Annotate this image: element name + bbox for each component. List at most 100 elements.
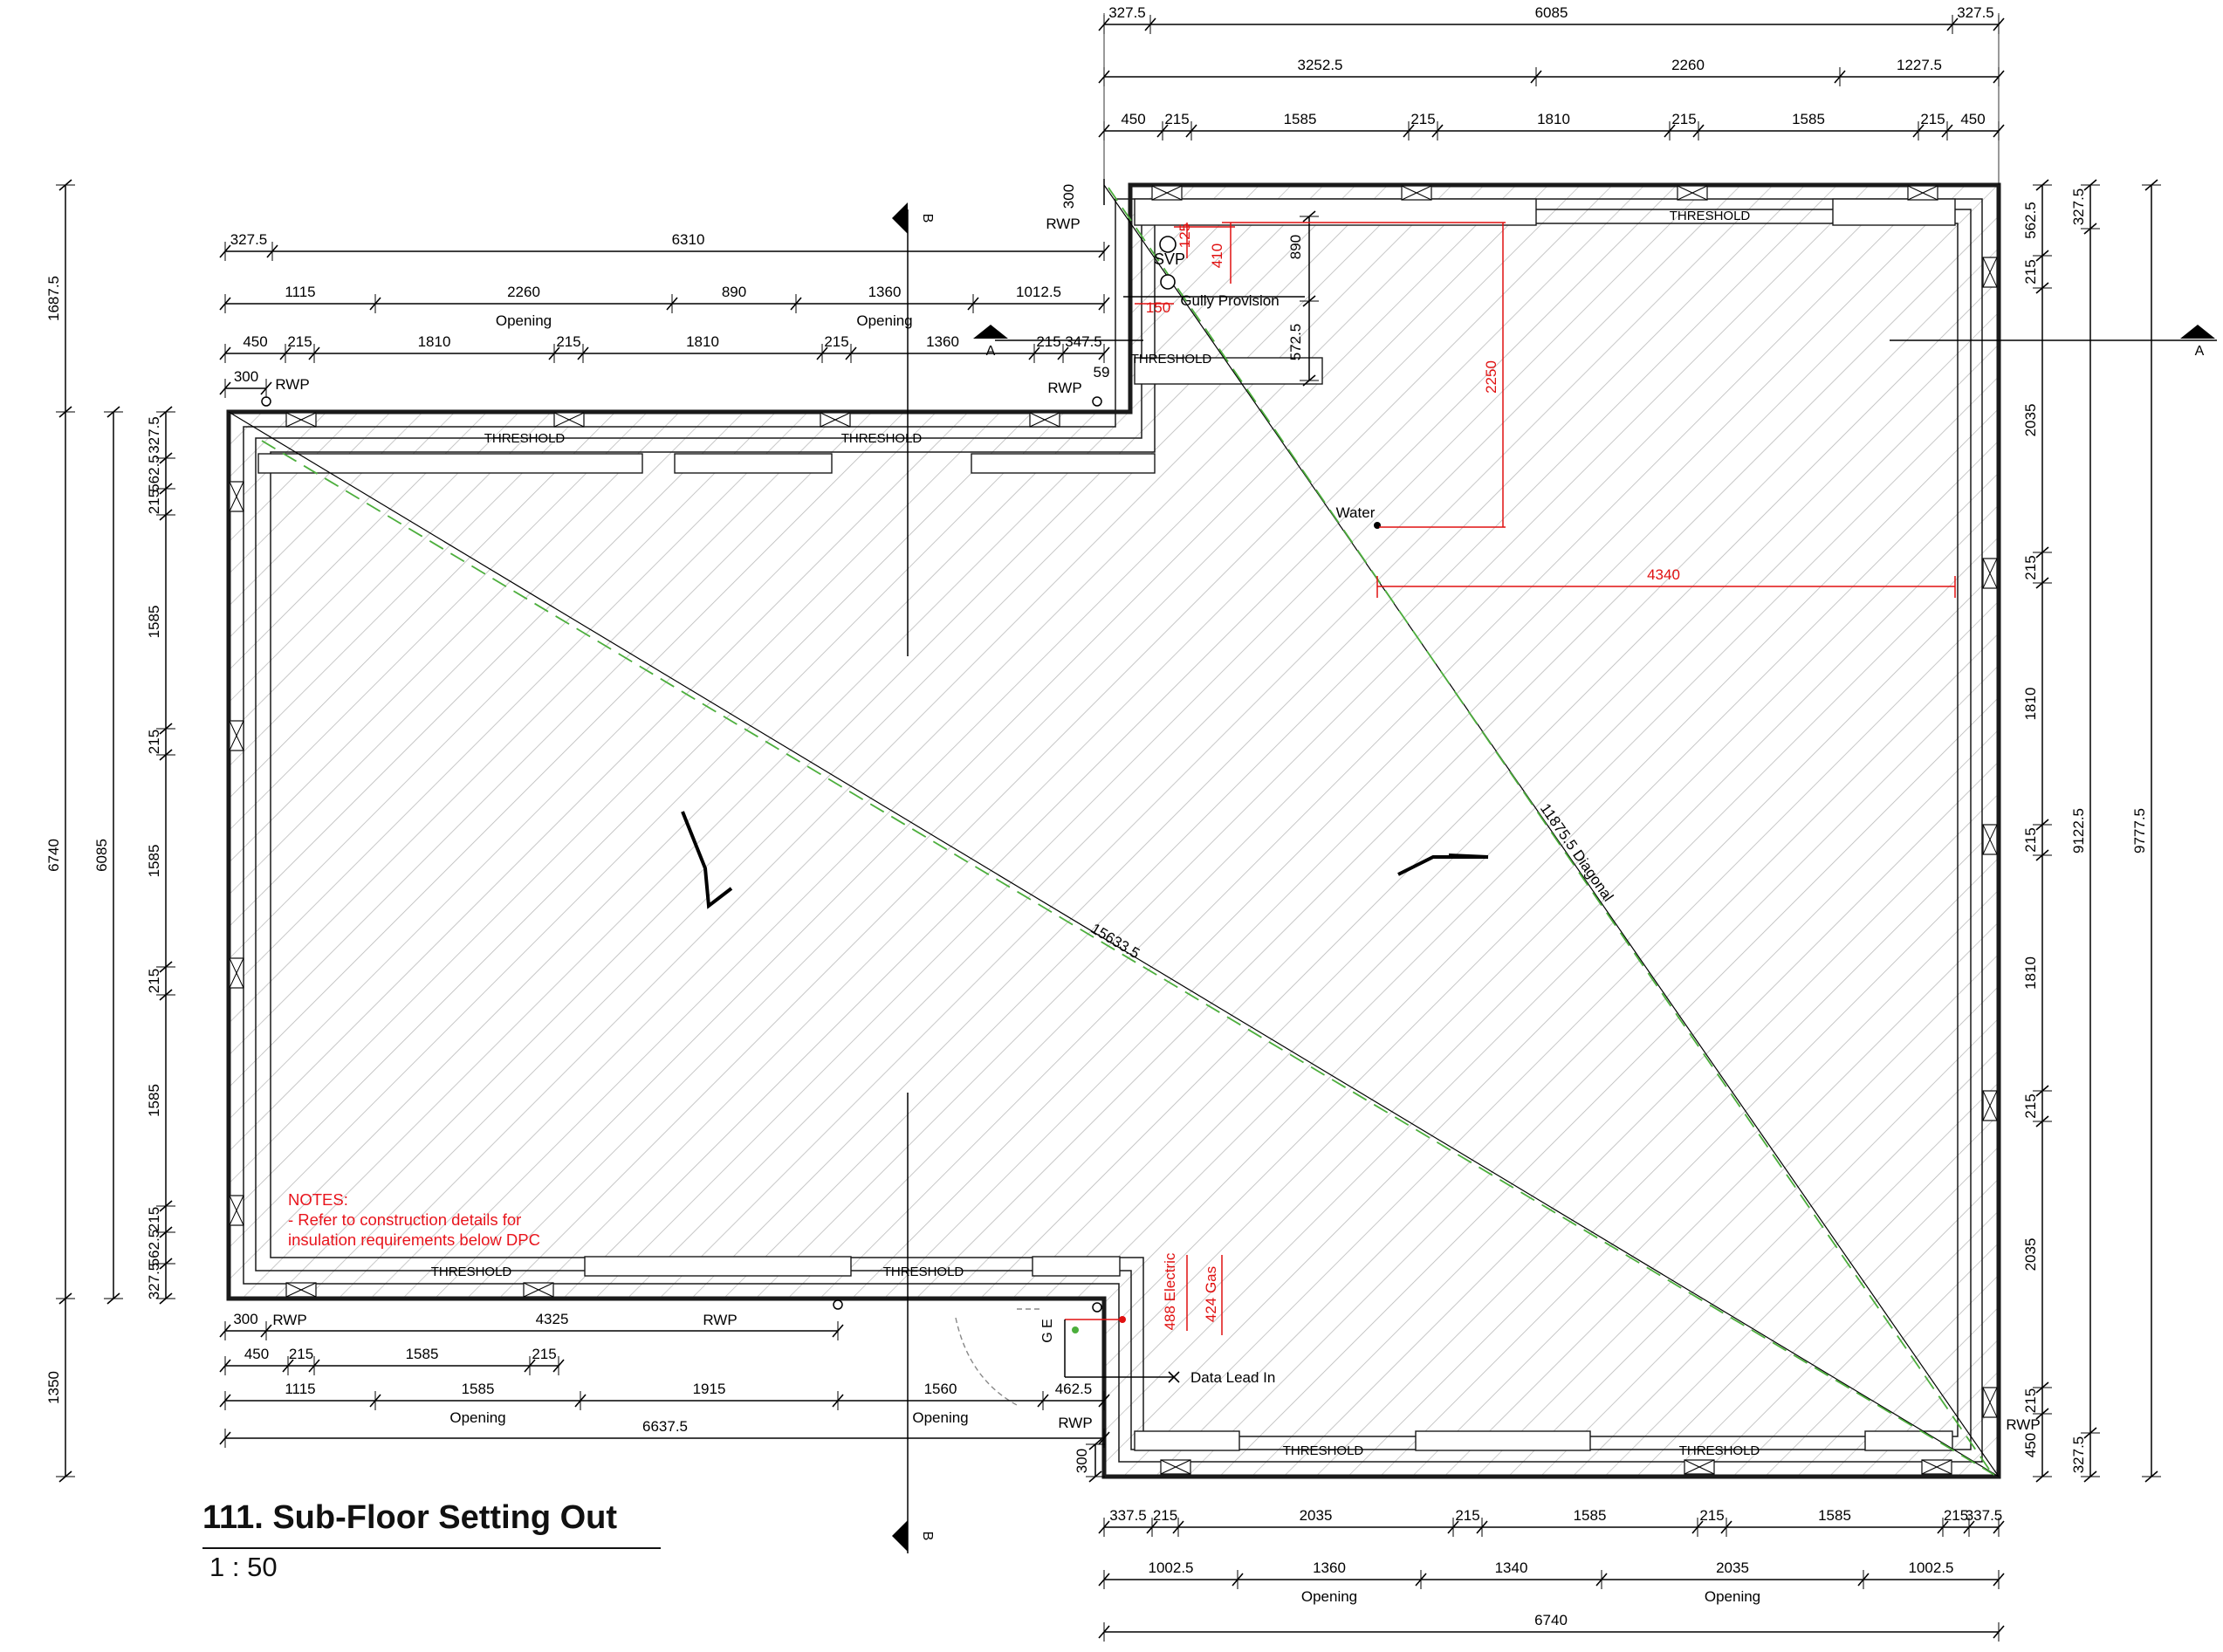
- left-top-dim-sublabel: Opening: [856, 312, 912, 329]
- left-top-dim-label: 215: [556, 333, 580, 350]
- rwp-symbol: [1092, 396, 1102, 407]
- bottom-right-dim-label: 1360: [1313, 1559, 1346, 1576]
- gully-depth-label: 890: [1287, 235, 1304, 259]
- bottom-left-dim-label: 300: [233, 1311, 257, 1327]
- bottom-left-dim-label: 462.5: [1055, 1381, 1093, 1397]
- left-top-dim-label: 347.5: [1065, 333, 1102, 350]
- air-brick-cross: [229, 1195, 244, 1226]
- drawing-scale: 1 : 50: [209, 1552, 278, 1582]
- rwp-symbol: [1092, 1302, 1102, 1313]
- bottom-left-dim-label: 215: [289, 1346, 313, 1362]
- top-dim-label: 450: [1121, 111, 1145, 127]
- gas-symbol: [1072, 1326, 1079, 1333]
- water-symbol: [1374, 522, 1381, 529]
- rwp-offset-label: 300: [234, 368, 258, 385]
- threshold-label: THRESHOLD: [431, 1265, 512, 1279]
- air-brick-cross: [1982, 558, 1998, 589]
- top-dim-label: 1810: [1537, 111, 1570, 127]
- gully-depth-label: 572.5: [1287, 324, 1304, 361]
- rwp-label: RWP: [1058, 1415, 1092, 1431]
- air-brick-cross: [1907, 185, 1938, 201]
- bottom-left-dim-sublabel: Opening: [912, 1409, 968, 1426]
- left-top-dim-sublabel: Opening: [496, 312, 552, 329]
- bottom-left-dim-label: 215: [532, 1346, 556, 1362]
- joist-direction-symbol: [1397, 853, 1489, 876]
- rwp-label: RWP: [1047, 380, 1081, 396]
- section-arrow-b: [892, 1520, 908, 1552]
- air-brick-cross: [1684, 1459, 1715, 1475]
- right-inner-dim-label: 1810: [2022, 688, 2039, 721]
- bottom-right-dim-label: 215: [1944, 1507, 1968, 1524]
- gully-label: Gully Provision: [1180, 292, 1279, 309]
- left-inner-dim-label: 562.5: [146, 1230, 162, 1267]
- top-dim-label: 215: [1410, 111, 1435, 127]
- threshold-recess: [1032, 1256, 1121, 1277]
- top-dim-label: 215: [1164, 111, 1189, 127]
- air-brick-cross: [285, 1282, 317, 1298]
- bottom-left-dim-label: 1560: [924, 1381, 957, 1397]
- notes-heading: NOTES:: [288, 1190, 348, 1209]
- bottom-right-dim-label: 1585: [1574, 1507, 1607, 1524]
- threshold-recess: [1415, 1430, 1591, 1451]
- threshold-label: THRESHOLD: [841, 431, 923, 446]
- right-mid-dim-label: 9122.5: [2070, 808, 2087, 853]
- bottom-right-dim-sublabel: Opening: [1301, 1588, 1357, 1605]
- bottom-left-dim-label: 1115: [285, 1381, 315, 1397]
- notes-line: - Refer to construction details for: [288, 1210, 522, 1229]
- top-dim-label: 450: [1960, 111, 1985, 127]
- right-inner-dim-label: 215: [2022, 1093, 2039, 1118]
- left-inner-dim-label: 1585: [146, 845, 162, 878]
- section-label-a: A: [986, 344, 996, 359]
- left-top-dim-label: 215: [824, 333, 848, 350]
- svp-label: SVP: [1154, 250, 1185, 268]
- left-top-dim-label: 1360: [868, 284, 902, 300]
- top-dim-label: 215: [1671, 111, 1696, 127]
- right-inner-dim-label: 215: [2022, 827, 2039, 852]
- bottom-left-dim-label: 1915: [693, 1381, 726, 1397]
- door-swing-arc: [955, 1317, 1018, 1406]
- air-brick-cross: [1160, 1459, 1191, 1475]
- threshold-recess: [674, 453, 833, 474]
- air-brick-cross: [523, 1282, 554, 1298]
- section-arrow-b: [892, 202, 908, 234]
- rwp-symbol: [261, 396, 271, 407]
- top-dim-label: 327.5: [1957, 4, 1994, 21]
- top-dim-label: 215: [1920, 111, 1945, 127]
- notes-line: insulation requirements below DPC: [288, 1230, 540, 1249]
- bottom-right-dim-label: 1340: [1495, 1559, 1528, 1576]
- top-dim-label: 6085: [1535, 4, 1568, 21]
- threshold-label: THRESHOLD: [1283, 1443, 1364, 1458]
- bottom-right-dim-label: 337.5: [1966, 1507, 2003, 1524]
- left-top-dim-label: 1810: [686, 333, 719, 350]
- joist-direction-symbol: [681, 811, 733, 909]
- left-inner-dim-label: 215: [146, 969, 162, 993]
- threshold-recess: [971, 453, 1156, 474]
- section-label-b: B: [920, 214, 935, 223]
- left-top-dim-label: 450: [243, 333, 267, 350]
- left-outer-dim-label: 1350: [45, 1371, 62, 1404]
- threshold-label: THRESHOLD: [883, 1265, 964, 1279]
- right-outer-dim-label: 9777.5: [2131, 808, 2148, 853]
- air-brick-cross: [229, 720, 244, 751]
- setting-out-line: [261, 440, 1995, 1476]
- threshold-recess: [1832, 198, 1956, 226]
- gas-label: 424 Gas: [1203, 1266, 1219, 1322]
- floor-inner-hatch: [262, 201, 1973, 1449]
- top-dim-label: 3252.5: [1298, 57, 1343, 73]
- right-inner-dim-label: 450: [2022, 1433, 2039, 1457]
- threshold-recess: [257, 453, 643, 474]
- bottom-right-dim-label: 215: [1699, 1507, 1724, 1524]
- left-inner-dim-label: 327.5: [146, 1263, 162, 1300]
- rwp-offset-label: 59: [1094, 364, 1110, 380]
- water-dim-label: 4340: [1647, 566, 1680, 583]
- air-brick-cross: [1982, 824, 1998, 855]
- bottom-right-dim-label: 215: [1455, 1507, 1479, 1524]
- section-arrow-a: [973, 325, 1008, 339]
- right-mid-dim-label: 327.5: [2070, 1436, 2087, 1474]
- air-brick-cross: [285, 412, 317, 428]
- svp-symbol: [1159, 236, 1177, 253]
- left-top-dim-label: 1360: [926, 333, 959, 350]
- air-brick-cross: [1921, 1459, 1952, 1475]
- air-brick-cross: [229, 481, 244, 512]
- threshold-label: THRESHOLD: [1679, 1443, 1760, 1458]
